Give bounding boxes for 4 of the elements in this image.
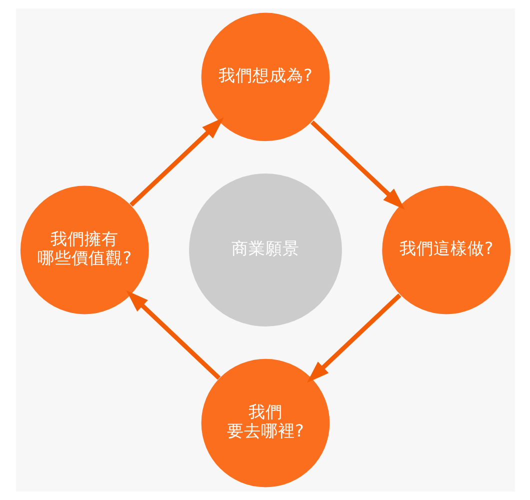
arrow [306,293,401,383]
arrow [310,120,404,210]
arrow [129,117,224,207]
arrow [126,290,220,380]
